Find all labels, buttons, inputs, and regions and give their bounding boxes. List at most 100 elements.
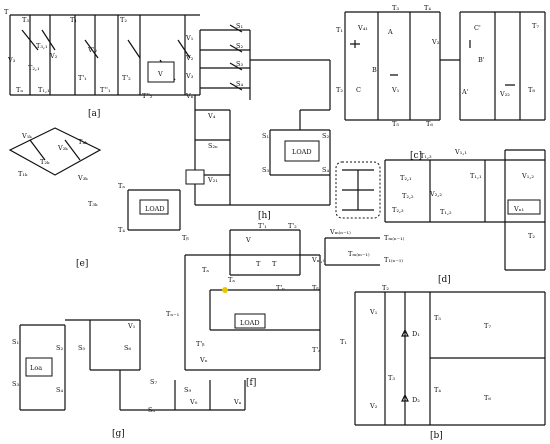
panel-a-label-5: V₃ bbox=[7, 56, 16, 64]
panel-h-label-3: Vₙ bbox=[185, 92, 194, 100]
panel-f-caption: [f] bbox=[246, 378, 256, 388]
panel-f-label-8: Tₙ₋₁ bbox=[166, 310, 180, 318]
panel-d-label-1: T₁,₃ bbox=[420, 152, 432, 160]
panel-a: V T T₃ T₃,₁ V₂ T₂,₁ V₃ T₁ T'₁ T₂ V'₂ T'₂… bbox=[4, 8, 200, 119]
panel-a-label-2: T₃,₁ bbox=[36, 42, 48, 50]
panel-f-node-dot bbox=[222, 287, 228, 293]
panel-g-caption: [g] bbox=[112, 429, 125, 439]
panel-g-label-9: S₉ bbox=[184, 386, 191, 394]
panel-c-label-5: C' bbox=[474, 24, 481, 32]
panel-a-label-13: T''₂ bbox=[142, 92, 153, 100]
panel-b-label-5: D₁ bbox=[412, 330, 420, 338]
panel-a-label-7: T'₁ bbox=[78, 74, 87, 82]
panel-a-label-9: V'₂ bbox=[87, 46, 97, 54]
panel-h-label-6: S₃ bbox=[236, 60, 243, 68]
panel-h-label-4: S₁ bbox=[236, 22, 243, 30]
panel-h-label-7: S₄ bbox=[236, 80, 243, 88]
panel-a-v-box bbox=[147, 61, 175, 83]
panel-d-label-12: Vₘ₍ₙ₋₁₎ bbox=[329, 228, 351, 236]
panel-c-label-11: V₂ bbox=[431, 38, 440, 46]
panel-d-label-0: V₁,₁ bbox=[454, 148, 467, 156]
panel-e: V₁ₖ V₂ₖ T₄ₖ T₂ₖ V₃ₖ T₁ₖ T₃ₖ LOAD Tₐ T₄ T… bbox=[8, 127, 189, 269]
panel-e-label-3: T₂ₖ bbox=[40, 158, 50, 166]
panel-f-load-label: LOAD bbox=[240, 319, 260, 327]
panel-c-label-0: T₁ bbox=[336, 26, 343, 34]
panel-a-label-1: T₃ bbox=[22, 16, 29, 24]
panel-e-label-t4: T₄ bbox=[118, 226, 125, 234]
panel-b-label-8: T₄ bbox=[434, 386, 441, 394]
panel-c-label-3: A bbox=[387, 28, 393, 36]
panel-b-label-0: T₂ bbox=[382, 284, 389, 292]
panel-e-label-tb: Tᵦ bbox=[182, 234, 189, 242]
panel-h-label-21: V₂₁ bbox=[207, 176, 218, 184]
panel-h-label-20: V₄ bbox=[207, 112, 216, 120]
panel-h-label-22: S₁ bbox=[262, 132, 269, 140]
panel-g-label-7: S₇ bbox=[150, 378, 157, 386]
panel-g: Loa S₁ S₂ S₃ S₄ S₅ S₆ V₁ S₇ S₈ S₉ V₀ Vₐ … bbox=[12, 319, 246, 439]
panel-g-label-3: S₄ bbox=[56, 386, 63, 394]
panel-f-label-3: T bbox=[256, 260, 261, 268]
panel-e-label-2: T₄ₖ bbox=[78, 138, 88, 146]
panel-g-label-10: V₀ bbox=[189, 398, 198, 406]
panel-d-label-2: T₁,₁ bbox=[470, 172, 482, 180]
panel-b-caption: [b] bbox=[430, 431, 443, 441]
panel-b-label-10: T₆ bbox=[484, 394, 491, 402]
panel-b-label-3: T₃ bbox=[388, 374, 395, 382]
panel-f-label-9: Tᵦ bbox=[312, 284, 319, 292]
panel-b-label-6: D₂ bbox=[412, 396, 420, 404]
panel-h-label-5: S₂ bbox=[236, 42, 243, 50]
panel-b-label-9: T₇ bbox=[484, 322, 491, 330]
panel-c-label-2: T₃ bbox=[392, 4, 399, 12]
panel-c-label-16: T₅ bbox=[392, 120, 399, 128]
panel-c-label-4: T₄ bbox=[424, 4, 431, 12]
panel-b-label-2: T₁ bbox=[340, 338, 347, 346]
panel-h-mini-box bbox=[185, 169, 205, 185]
panel-a-v-box-label: V bbox=[157, 70, 163, 78]
panel-a-label-6: T₁ bbox=[70, 16, 77, 24]
panel-f-label-4: T bbox=[272, 260, 277, 268]
panel-d-label-7: V₂,₂ bbox=[429, 190, 442, 198]
panel-e-label-1: V₂ₖ bbox=[57, 144, 68, 152]
panel-e-label-4: V₃ₖ bbox=[77, 174, 88, 182]
panel-f-label-0: T'₁ bbox=[258, 222, 267, 230]
panel-h-label-24: S₃ bbox=[262, 166, 269, 174]
panel-g-load-box bbox=[25, 357, 53, 377]
panel-c-label-15: T₈ bbox=[528, 86, 535, 94]
panel-a-label-8: T₂ bbox=[120, 16, 127, 24]
panel-a-label-15: T₁,₁ bbox=[38, 86, 50, 94]
panel-d-label-19: T₂ bbox=[528, 232, 535, 240]
panel-f-label-12: Vₙ bbox=[199, 356, 208, 364]
panel-d-label-13: Tₘ₍ₙ₋₁₎ bbox=[384, 234, 405, 242]
panel-h-load-label: LOAD bbox=[292, 148, 312, 156]
panel-d-inset bbox=[335, 161, 381, 219]
panel-c-label-14: V₂₂ bbox=[499, 90, 510, 98]
panel-e-load-label: LOAD bbox=[145, 205, 165, 213]
panel-a-label-4: T₂,₁ bbox=[28, 64, 40, 72]
panel-f-label-1: T'₂ bbox=[288, 222, 297, 230]
panel-c-label-10: V₁ bbox=[391, 86, 400, 94]
panel-f-label-6: Tₐ bbox=[228, 276, 235, 284]
panel-b-label-1: V₁ bbox=[369, 308, 378, 316]
panel-a-caption: [a] bbox=[88, 109, 100, 119]
panel-a-label-3: V₂ bbox=[49, 52, 58, 60]
panel-e-label-0: V₁ₖ bbox=[21, 132, 32, 140]
panel-g-label-0: S₁ bbox=[12, 338, 19, 346]
panel-b-label-7: T₅ bbox=[434, 314, 441, 322]
panel-c-label-1: V₄₁ bbox=[357, 24, 368, 32]
panel-c: T₁ V₄₁ T₃ A T₄ C' T₇ T₂ C B V₁ V₂ B' A' … bbox=[336, 4, 546, 161]
panel-b: T₂ V₁ T₁ T₃ V₂ D₁ D₂ T₅ T₄ T₇ T₆ [b] bbox=[340, 284, 546, 441]
panel-h: LOAD V₁ V₂ V₃ Vₙ S₁ S₂ S₃ S₄ V₄ S₂ₙ V₂₁ … bbox=[185, 22, 331, 221]
panel-e-label-6: T₃ₖ bbox=[88, 200, 98, 208]
panel-c-label-6: T₇ bbox=[532, 22, 539, 30]
panel-a-label-10: T'₂ bbox=[122, 74, 131, 82]
panel-d-label-9: T₁,₂ bbox=[440, 208, 452, 216]
panel-d-label-14: Vₘ,₀ bbox=[311, 256, 326, 264]
panel-h-caption: [h] bbox=[258, 211, 271, 221]
panel-c-label-9: B bbox=[372, 66, 377, 74]
panel-g-label-1: S₂ bbox=[56, 344, 63, 352]
panel-d-caption: [d] bbox=[438, 275, 451, 285]
panel-d-label-16: T₁₍ₙ₋₁₎ bbox=[384, 256, 403, 264]
panel-d-label-8: T₂,₃ bbox=[392, 206, 404, 214]
panel-c-label-13: A' bbox=[461, 88, 469, 96]
